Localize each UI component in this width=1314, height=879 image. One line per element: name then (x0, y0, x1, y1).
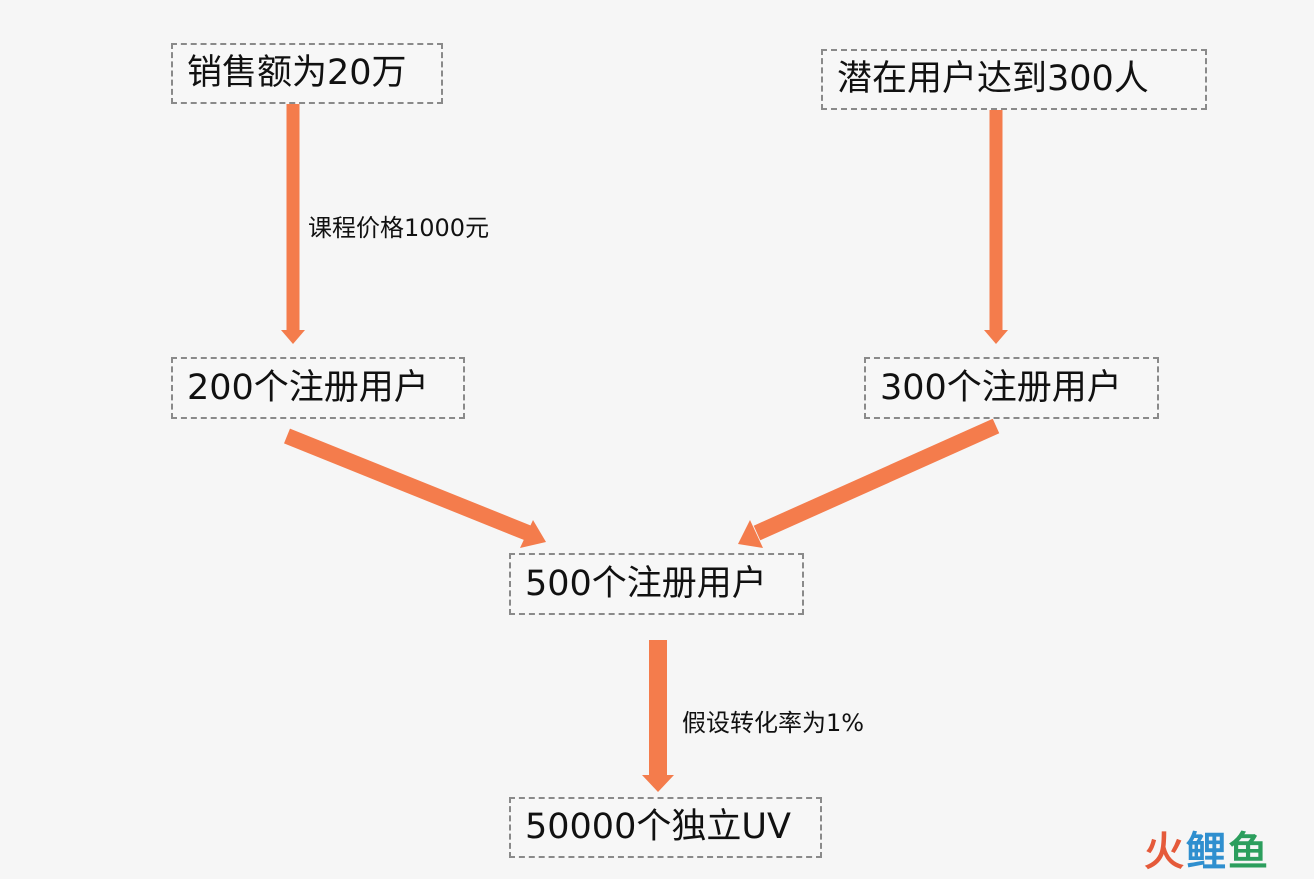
node-registered-500: 500个注册用户 (509, 553, 804, 615)
watermark-char-1: 火 (1144, 829, 1186, 875)
node-registered-200-label: 200个注册用户 (187, 367, 429, 408)
node-potential-users: 潜在用户达到300人 (821, 49, 1207, 110)
edge-label-conversion: 假设转化率为1% (682, 709, 865, 737)
arrow-200-to-500 (284, 428, 546, 548)
arrow-potential-to-300 (984, 110, 1008, 344)
node-registered-200: 200个注册用户 (171, 357, 465, 419)
arrow-300-to-500 (738, 418, 1000, 548)
node-sales: 销售额为20万 (171, 43, 443, 104)
watermark-char-3: 鱼 (1228, 829, 1270, 875)
node-registered-300: 300个注册用户 (864, 357, 1159, 419)
watermark-char-2: 鲤 (1186, 829, 1228, 875)
node-sales-label: 销售额为20万 (187, 53, 407, 93)
edge-label-course-price: 课程价格1000元 (308, 214, 490, 242)
node-unique-uv-label: 50000个独立UV (525, 807, 791, 847)
arrow-sales-to-200 (281, 104, 305, 344)
arrow-500-to-uv (642, 640, 674, 792)
node-registered-300-label: 300个注册用户 (880, 367, 1122, 408)
watermark-logo: 火鲤鱼 (1144, 832, 1270, 872)
node-potential-users-label: 潜在用户达到300人 (837, 59, 1149, 99)
node-unique-uv: 50000个独立UV (509, 797, 822, 858)
node-registered-500-label: 500个注册用户 (525, 563, 767, 604)
